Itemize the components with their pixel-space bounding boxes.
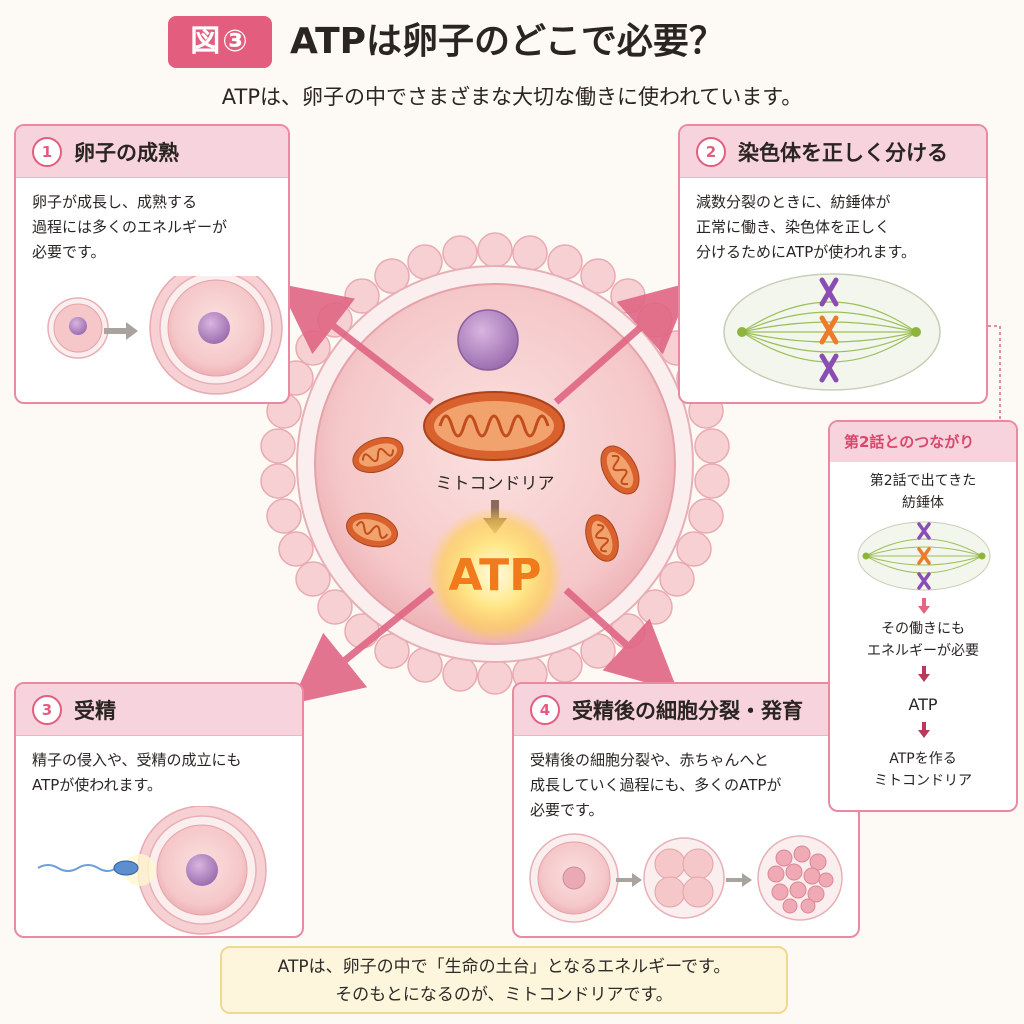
page-subtitle: ATPは、卵子の中でさまざまな大切な働きに使われています。: [221, 85, 803, 109]
card-header: 1 卵子の成熟: [16, 126, 288, 178]
note-spindle-text: 第2話で出てきた 紡錘体: [869, 473, 977, 511]
mitochondria-label: ミトコンドリア: [435, 474, 555, 494]
page-title: ATPは卵子のどこで必要？: [290, 21, 725, 62]
card-number: 1: [32, 136, 62, 167]
atp-label: ATP: [448, 550, 542, 601]
card-number: 4: [530, 694, 560, 725]
card-number: 3: [32, 694, 62, 725]
cell-division-illustration: [529, 833, 843, 923]
note-connector: [988, 325, 1001, 420]
card-title: 受精: [74, 698, 116, 723]
note-title: 第2話とのつながり: [830, 422, 1016, 462]
card-title: 卵子の成熟: [74, 140, 179, 165]
card-fertilization: 3 受精 精子の侵入や、受精の成立にも ATPが使われます。: [14, 682, 304, 938]
fertilization-illustration: [37, 806, 267, 935]
episode2-connection-note: 第2話とのつながり 第2話で出てきた 紡錘体 その働きにも エネルギーが必要 A…: [828, 420, 1018, 812]
card-embryo-development: 4 受精後の細胞分裂・発育 受精後の細胞分裂や、赤ちゃんへと 成長していく過程に…: [512, 682, 860, 938]
maturation-illustration: [47, 276, 283, 395]
card-header: 2 染色体を正しく分ける: [680, 126, 986, 178]
diagonal-arrows: [278, 281, 693, 704]
card-description: 卵子が成長し、成熟する 過程には多くのエネルギーが 必要です。: [32, 193, 228, 261]
spindle-illustration: [723, 273, 941, 391]
card-number: 2: [696, 136, 726, 167]
mitochondria-small: [346, 437, 640, 562]
nucleus: [457, 309, 519, 371]
note-mito-text: ATPを作る ミトコンドリア: [874, 751, 972, 789]
note-arrow-2: [918, 666, 930, 682]
card-header: 4 受精後の細胞分裂・発育: [514, 684, 858, 736]
atp-glow: [427, 507, 563, 643]
note-arrow-3: [918, 722, 930, 738]
figure-badge: 図③: [168, 16, 272, 68]
note-arrow-1: [918, 598, 930, 614]
card-title: 染色体を正しく分ける: [738, 140, 948, 165]
note-spindle-illustration: [857, 521, 991, 591]
card-description: 受精後の細胞分裂や、赤ちゃんへと 成長していく過程にも、多くのATPが 必要です…: [530, 751, 782, 819]
card-title: 受精後の細胞分裂・発育: [572, 698, 803, 723]
mitochondrion-large: [423, 391, 565, 461]
card-oocyte-maturation: 1 卵子の成熟 卵子が成長し、成熟する 過程には多くのエネルギーが 必要です。: [14, 124, 290, 404]
note-atp-text: ATP: [908, 695, 938, 714]
card-chromosome-segregation: 2 染色体を正しく分ける 減数分裂のときに、紡錘体が 正常に働き、染色体を正しく…: [678, 124, 988, 404]
note-energy-text: その働きにも エネルギーが必要: [867, 621, 979, 659]
card-description: 減数分裂のときに、紡錘体が 正常に働き、染色体を正しく 分けるためにATPが使わ…: [696, 193, 917, 261]
summary-box: ATPは、卵子の中で「生命の土台」となるエネルギーです。 そのもとになるのが、ミ…: [220, 946, 788, 1014]
card-description: 精子の侵入や、受精の成立にも ATPが使われます。: [32, 751, 242, 794]
card-header: 3 受精: [16, 684, 302, 736]
